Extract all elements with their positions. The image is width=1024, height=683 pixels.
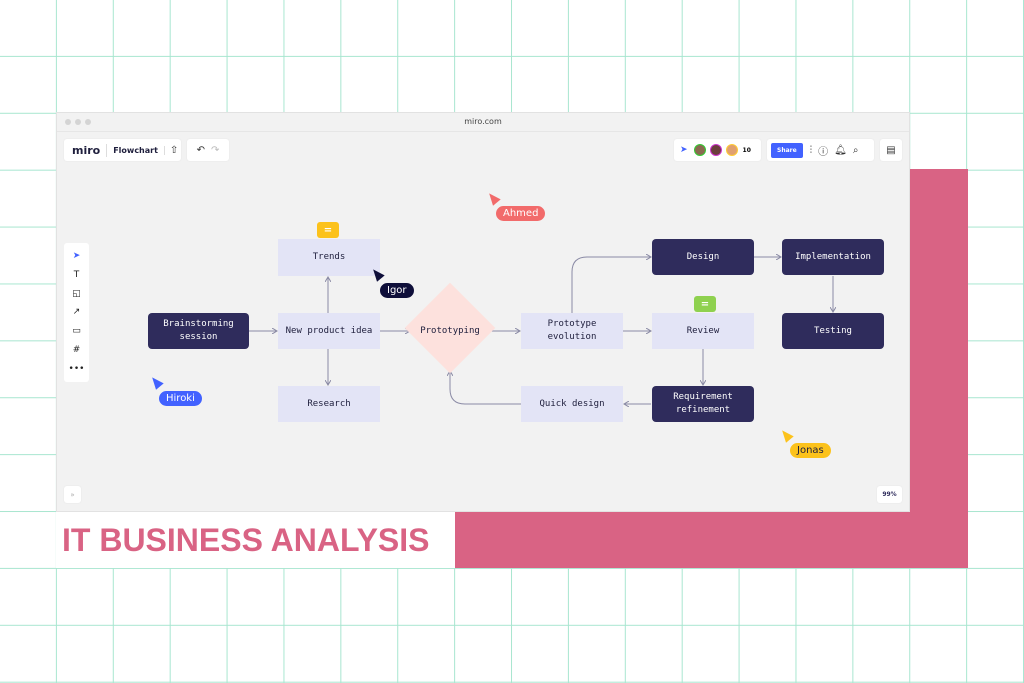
node-quick-design[interactable]: Quick design (521, 386, 623, 422)
node-research[interactable]: Research (278, 386, 380, 422)
frame-icon[interactable]: # (72, 344, 81, 355)
cursor-toggle-icon[interactable]: ➤ (680, 145, 688, 155)
comment-icon[interactable]: ▭ (72, 326, 81, 337)
help-icon[interactable]: ⓘ (818, 146, 829, 158)
select-icon[interactable]: ➤ (72, 251, 81, 262)
actions-panel: Share ⫶ ⓘ 🔔︎ ⌕ (767, 139, 874, 161)
bell-icon[interactable]: 🔔︎ (834, 144, 847, 156)
node-review[interactable]: Review (652, 313, 754, 349)
url: miro.com (464, 117, 502, 126)
collaborators-panel: ➤ 10 (674, 139, 761, 161)
node-testing[interactable]: Testing (782, 313, 884, 349)
history-panel: ↶ ↷ (187, 139, 229, 161)
notes-button[interactable]: ▤ (880, 139, 902, 161)
node-implementation[interactable]: Implementation (782, 239, 884, 275)
export-icon[interactable]: ⇧ (169, 144, 179, 156)
cursor-label-jonas: Jonas (790, 443, 831, 458)
node-prototyping[interactable]: Prototyping (420, 325, 480, 336)
node-requirement-refinement[interactable]: Requirement refinement (652, 386, 754, 422)
cursor-label-ahmed: Ahmed (496, 206, 546, 221)
node-new-product-idea[interactable]: New product idea (278, 313, 380, 349)
node-trends[interactable]: Trends (278, 239, 380, 276)
avatar[interactable] (709, 144, 722, 156)
zoom-level[interactable]: 99% (877, 486, 902, 503)
redo-icon[interactable]: ↷ (211, 144, 220, 156)
search-icon[interactable]: ⌕ (852, 144, 859, 156)
avatar[interactable] (693, 144, 706, 156)
board-panel: miro Flowchart ⇧ (64, 139, 181, 161)
cursor-label-hiroki: Hiroki (159, 391, 202, 406)
undo-icon[interactable]: ↶ (196, 144, 205, 156)
text-icon[interactable]: T (73, 270, 80, 281)
sticky-note-icon[interactable]: ◱ (72, 288, 81, 299)
node-design[interactable]: Design (652, 239, 754, 275)
comment-icon[interactable]: = (317, 222, 339, 238)
avatar[interactable] (725, 144, 738, 156)
miro-window: miro.com miro Flowchart ⇧ ↶ ↷ ➤ 10 Share… (56, 112, 910, 512)
cursor-label-igor: Igor (380, 283, 414, 298)
left-toolbar: ➤ T ◱ ↗ ▭ # ••• (64, 243, 89, 382)
settings-sliders-icon[interactable]: ⫶ (809, 144, 813, 156)
share-button[interactable]: Share (771, 142, 803, 158)
banner-title: IT BUSINESS ANALYSIS (56, 512, 455, 568)
miro-logo[interactable]: miro (64, 143, 108, 157)
node-prototype-evolution[interactable]: Prototype evolution (521, 313, 623, 349)
window-controls[interactable] (65, 119, 91, 125)
board-name[interactable]: Flowchart (107, 145, 165, 155)
more-icon[interactable]: ••• (68, 363, 85, 374)
line-icon[interactable]: ↗ (72, 307, 81, 318)
notes-icon: ▤ (886, 144, 896, 156)
collaborator-count[interactable]: 10 (742, 146, 751, 154)
node-brainstorming[interactable]: Brainstorming session (148, 313, 249, 349)
expand-button[interactable]: » (64, 486, 81, 503)
comment-icon[interactable]: = (694, 296, 716, 312)
title-bar: miro.com (57, 113, 909, 132)
